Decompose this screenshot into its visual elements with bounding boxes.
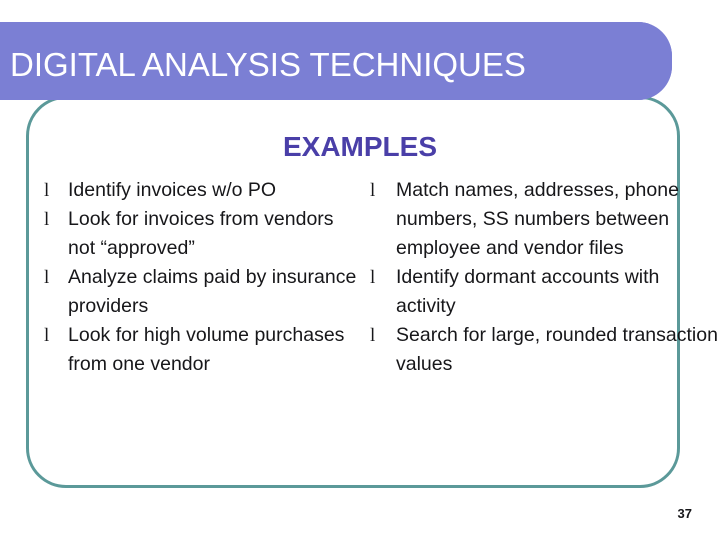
bullet-list-right: l Match names, addresses, phone numbers, …	[368, 176, 720, 379]
list-item-text: Look for invoices from vendors not “appr…	[68, 208, 334, 259]
page-number: 37	[677, 506, 692, 521]
list-item-text: Identify dormant accounts with activity	[396, 266, 660, 317]
bullet-marker-icon: l	[370, 267, 376, 288]
list-item-text: Analyze claims paid by insurance provide…	[68, 266, 357, 317]
list-item: l Identify invoices w/o PO	[42, 176, 366, 205]
list-item: l Match names, addresses, phone numbers, …	[368, 176, 720, 263]
header-band	[0, 22, 672, 100]
bullet-marker-icon: l	[370, 325, 376, 346]
list-item-text: Match names, addresses, phone numbers, S…	[396, 179, 679, 259]
list-item-text: Search for large, rounded transaction va…	[396, 324, 718, 375]
list-item: l Look for invoices from vendors not “app…	[42, 205, 366, 263]
list-item: l Identify dormant accounts with activity	[368, 263, 720, 321]
bullet-marker-icon: l	[44, 267, 50, 288]
bullet-marker-icon: l	[44, 209, 50, 230]
section-title: EXAMPLES	[282, 131, 438, 162]
list-item-text: Look for high volume purchases from one …	[68, 324, 345, 375]
slide-header-title: DIGITAL ANALYSIS TECHNIQUES	[10, 46, 526, 83]
bullet-marker-icon: l	[370, 180, 376, 201]
bullet-marker-icon: l	[44, 180, 50, 201]
list-item-text: Identify invoices w/o PO	[68, 179, 277, 201]
bullet-marker-icon: l	[44, 325, 50, 346]
bullet-column-right: l Match names, addresses, phone numbers, …	[366, 176, 720, 379]
list-item: l Search for large, rounded transaction v…	[368, 321, 720, 379]
list-item: l Analyze claims paid by insurance provid…	[42, 263, 366, 321]
list-item: l Look for high volume purchases from one…	[42, 321, 366, 379]
